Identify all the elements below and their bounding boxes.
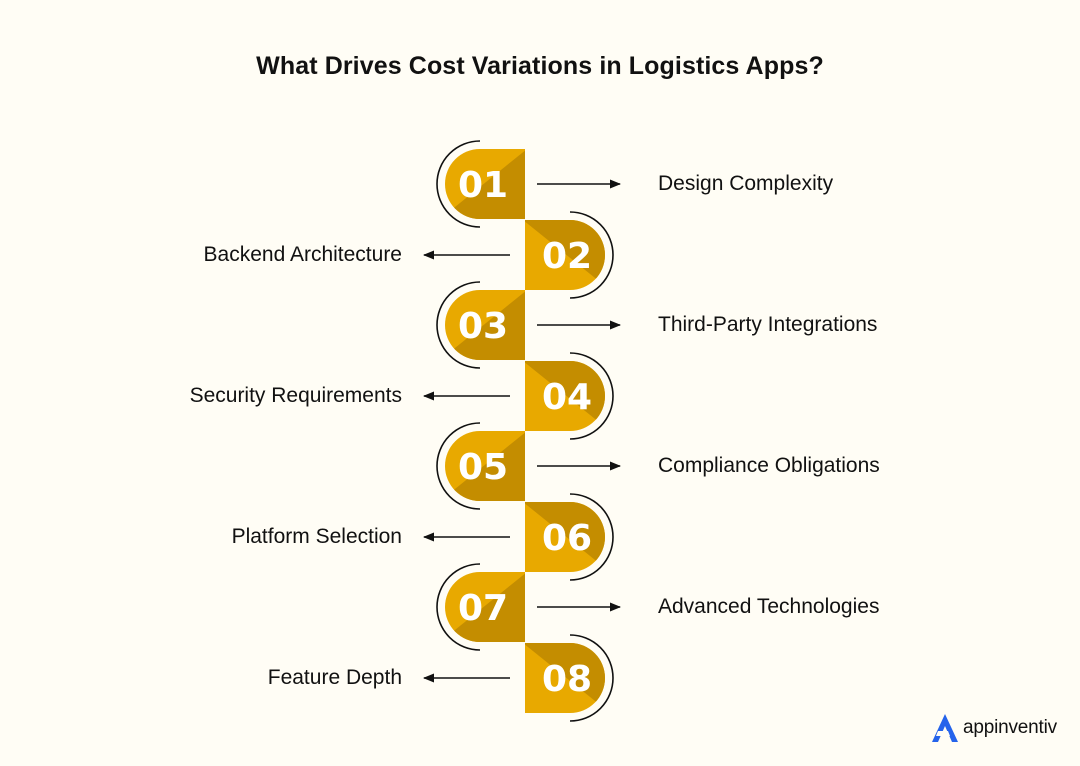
step-08: 08 bbox=[422, 634, 614, 722]
step-arc bbox=[436, 281, 481, 369]
step-number: 05 bbox=[458, 447, 508, 488]
step-arc bbox=[436, 422, 481, 510]
step-label-02: Backend Architecture bbox=[203, 243, 402, 266]
step-badge-shade bbox=[525, 643, 605, 713]
step-label-05: Compliance Obligations bbox=[658, 454, 880, 477]
step-badge-shade bbox=[445, 572, 525, 642]
step-label-08: Feature Depth bbox=[267, 666, 402, 689]
step-02: 02 bbox=[422, 211, 614, 299]
step-number: 07 bbox=[458, 588, 508, 629]
step-number: 04 bbox=[542, 377, 592, 418]
page-title: What Drives Cost Variations in Logistics… bbox=[256, 52, 824, 80]
step-07: 07 bbox=[436, 563, 622, 651]
step-badge-shade bbox=[445, 149, 525, 219]
step-arc bbox=[436, 140, 481, 228]
step-label-07: Advanced Technologies bbox=[658, 595, 880, 618]
step-number: 03 bbox=[458, 306, 508, 347]
step-03: 03 bbox=[436, 281, 622, 369]
step-label-03: Third-Party Integrations bbox=[658, 313, 878, 336]
step-badge-shade bbox=[445, 431, 525, 501]
step-number: 06 bbox=[542, 518, 592, 559]
step-label-04: Security Requirements bbox=[189, 384, 402, 407]
step-badge-shade bbox=[445, 290, 525, 360]
step-04: 04 bbox=[422, 352, 614, 440]
step-arc bbox=[569, 634, 614, 722]
step-number: 02 bbox=[542, 236, 592, 277]
step-arc bbox=[569, 352, 614, 440]
step-label-06: Platform Selection bbox=[231, 525, 402, 548]
step-arc bbox=[569, 493, 614, 581]
step-arc bbox=[436, 563, 481, 651]
brand-name: appinventiv bbox=[963, 717, 1057, 738]
step-01: 01 bbox=[436, 140, 622, 228]
step-label-01: Design Complexity bbox=[658, 172, 834, 195]
step-arc bbox=[569, 211, 614, 299]
brand-logo: appinventiv bbox=[930, 712, 1057, 744]
step-number: 01 bbox=[458, 165, 508, 206]
appinventiv-logo-icon bbox=[932, 714, 958, 742]
step-badge-shade bbox=[525, 502, 605, 572]
step-05: 05 bbox=[436, 422, 622, 510]
step-badge-shade bbox=[525, 220, 605, 290]
step-badge-shade bbox=[525, 361, 605, 431]
step-number: 08 bbox=[542, 659, 592, 700]
step-06: 06 bbox=[422, 493, 614, 581]
